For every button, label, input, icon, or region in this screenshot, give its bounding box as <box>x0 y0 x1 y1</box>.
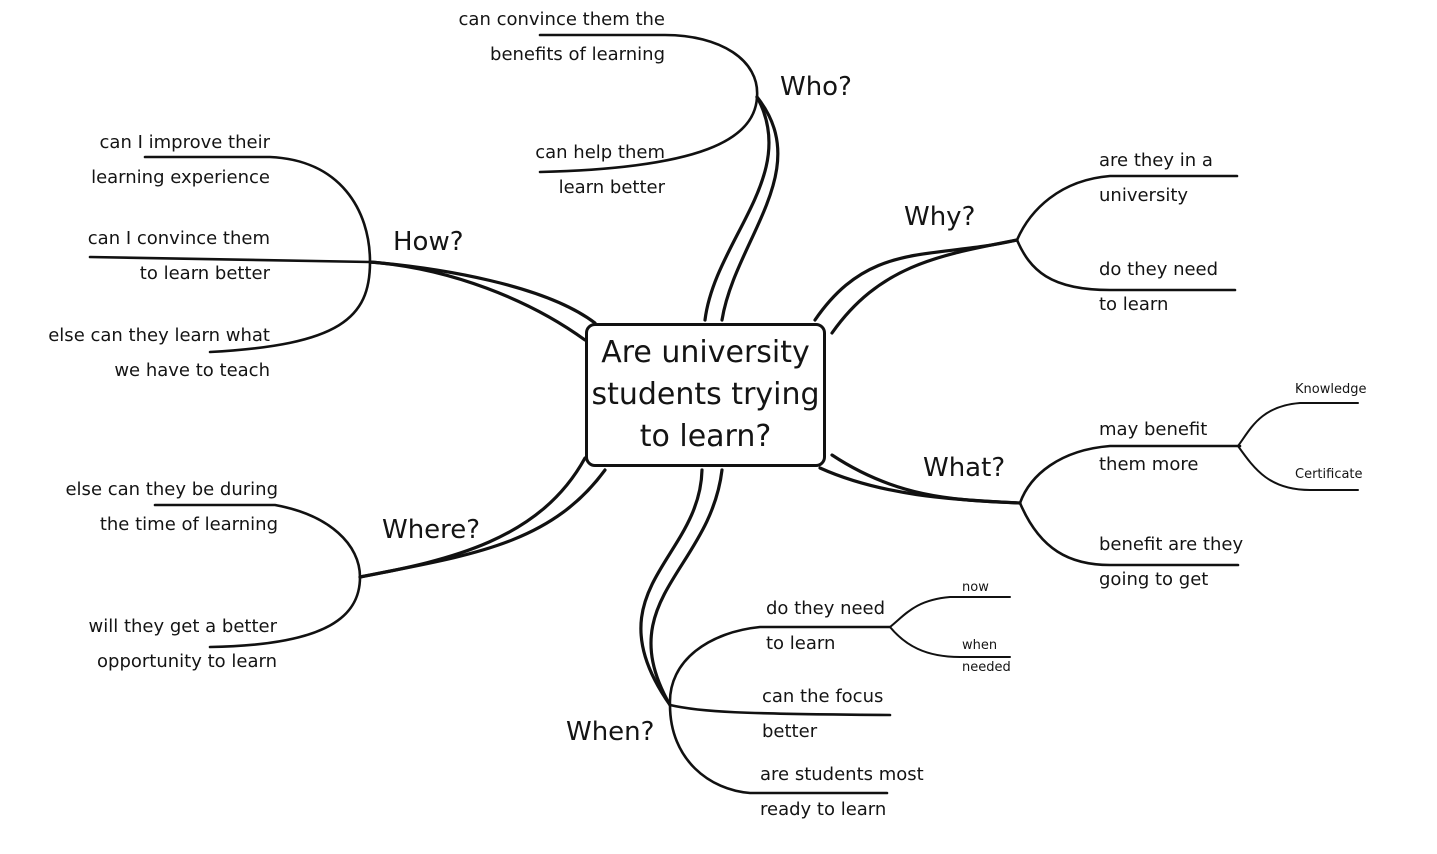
leaf-line: benefit are they <box>1099 534 1244 555</box>
leaf-line: can convince them the <box>458 9 665 30</box>
how-leaf-line <box>88 255 372 264</box>
who-leaf-2: can help them learn better <box>465 135 665 205</box>
leaf-line: can help them <box>535 142 665 163</box>
who-leaf-arc <box>538 33 759 174</box>
leaf-line: the time of learning <box>99 514 278 535</box>
leaf-line: may benefit <box>1099 419 1208 440</box>
leaf-line: learning experience <box>91 167 270 188</box>
how-branch-line <box>368 260 597 325</box>
leaf-line: to learn <box>766 633 836 654</box>
leaf-line: better <box>762 721 818 742</box>
central-topic-line: to learn? <box>639 419 772 454</box>
when-branch-line <box>649 468 724 707</box>
where-label: Where? <box>382 515 481 545</box>
who-branch-line <box>720 95 780 322</box>
where-branch-line <box>358 468 607 579</box>
when-label: When? <box>566 717 655 747</box>
when-leaf-line <box>668 703 892 717</box>
leaf-line: do they need <box>766 598 886 619</box>
leaf-line: can I improve their <box>99 132 270 153</box>
why-label: Why? <box>904 202 976 232</box>
when-leaf-3: are students most ready to learn <box>760 757 924 827</box>
leaf-line: ready to learn <box>760 799 887 820</box>
when-sub-branch <box>889 596 1011 658</box>
why-leaf-arc <box>1015 174 1239 292</box>
why-branch-line <box>830 238 1019 335</box>
leaf-line: else can they learn what <box>48 325 270 346</box>
leaf-line: opportunity to learn <box>97 651 277 672</box>
when-sub-leaf: when <box>962 638 998 653</box>
leaf-line: else can they be during <box>65 479 278 500</box>
how-leaf-3: else can they learn what we have to teac… <box>10 318 270 388</box>
leaf-line: do they need <box>1099 259 1219 280</box>
how-leaf-2: can I convince them to learn better <box>20 221 270 291</box>
why-branch-line <box>813 238 1019 322</box>
what-leaf-1: may benefit them more <box>1099 412 1207 482</box>
when-leaf-2: can the focus better <box>762 679 883 749</box>
leaf-line: university <box>1099 185 1189 206</box>
leaf-line: to learn <box>1099 294 1169 315</box>
what-sub-leaf: Knowledge <box>1295 382 1367 397</box>
leaf-line: learn better <box>558 177 665 198</box>
leaf-line: going to get <box>1099 569 1209 590</box>
leaf-line: to learn better <box>139 263 270 284</box>
what-leaf-arc <box>1018 444 1242 567</box>
when-sub-leaf: now <box>962 580 989 595</box>
who-leaf-1: can convince them the benefits of learni… <box>440 2 665 72</box>
why-leaf-1: are they in a university <box>1099 143 1213 213</box>
leaf-line: will they get a better <box>88 616 277 637</box>
how-label: How? <box>393 227 464 257</box>
leaf-line: them more <box>1099 454 1199 475</box>
central-topic-line: students trying <box>591 377 820 412</box>
what-branch-line <box>818 466 1022 505</box>
leaf-line: we have to teach <box>114 360 270 381</box>
where-leaf-2: will they get a better opportunity to le… <box>40 609 277 679</box>
why-leaf-2: do they need to learn <box>1099 252 1218 322</box>
what-label: What? <box>923 453 1006 483</box>
central-topic-line: Are university <box>601 335 810 370</box>
who-branch-line <box>703 95 771 322</box>
leaf-line: benefits of learning <box>490 44 665 65</box>
what-leaf-2: benefit are they going to get <box>1099 527 1243 597</box>
leaf-line: are students most <box>760 764 924 785</box>
who-label: Who? <box>780 72 852 102</box>
leaf-line: can the focus <box>762 686 884 707</box>
where-leaf-arc <box>153 503 362 649</box>
when-leaf-1: do they need to learn <box>766 591 885 661</box>
central-topic: Are university students trying to learn? <box>591 332 821 458</box>
where-leaf-1: else can they be during the time of lear… <box>40 472 278 542</box>
how-leaf-1: can I improve their learning experience <box>20 125 270 195</box>
what-sub-leaf: Certificate <box>1295 467 1363 482</box>
leaf-line: are they in a <box>1099 150 1213 171</box>
central-topic-box: Are university students trying to learn? <box>585 323 826 467</box>
when-branch-line <box>639 468 704 707</box>
what-sub-branch <box>1237 402 1359 491</box>
leaf-line: can I convince them <box>87 228 270 249</box>
when-sub-leaf: needed <box>962 660 1011 675</box>
